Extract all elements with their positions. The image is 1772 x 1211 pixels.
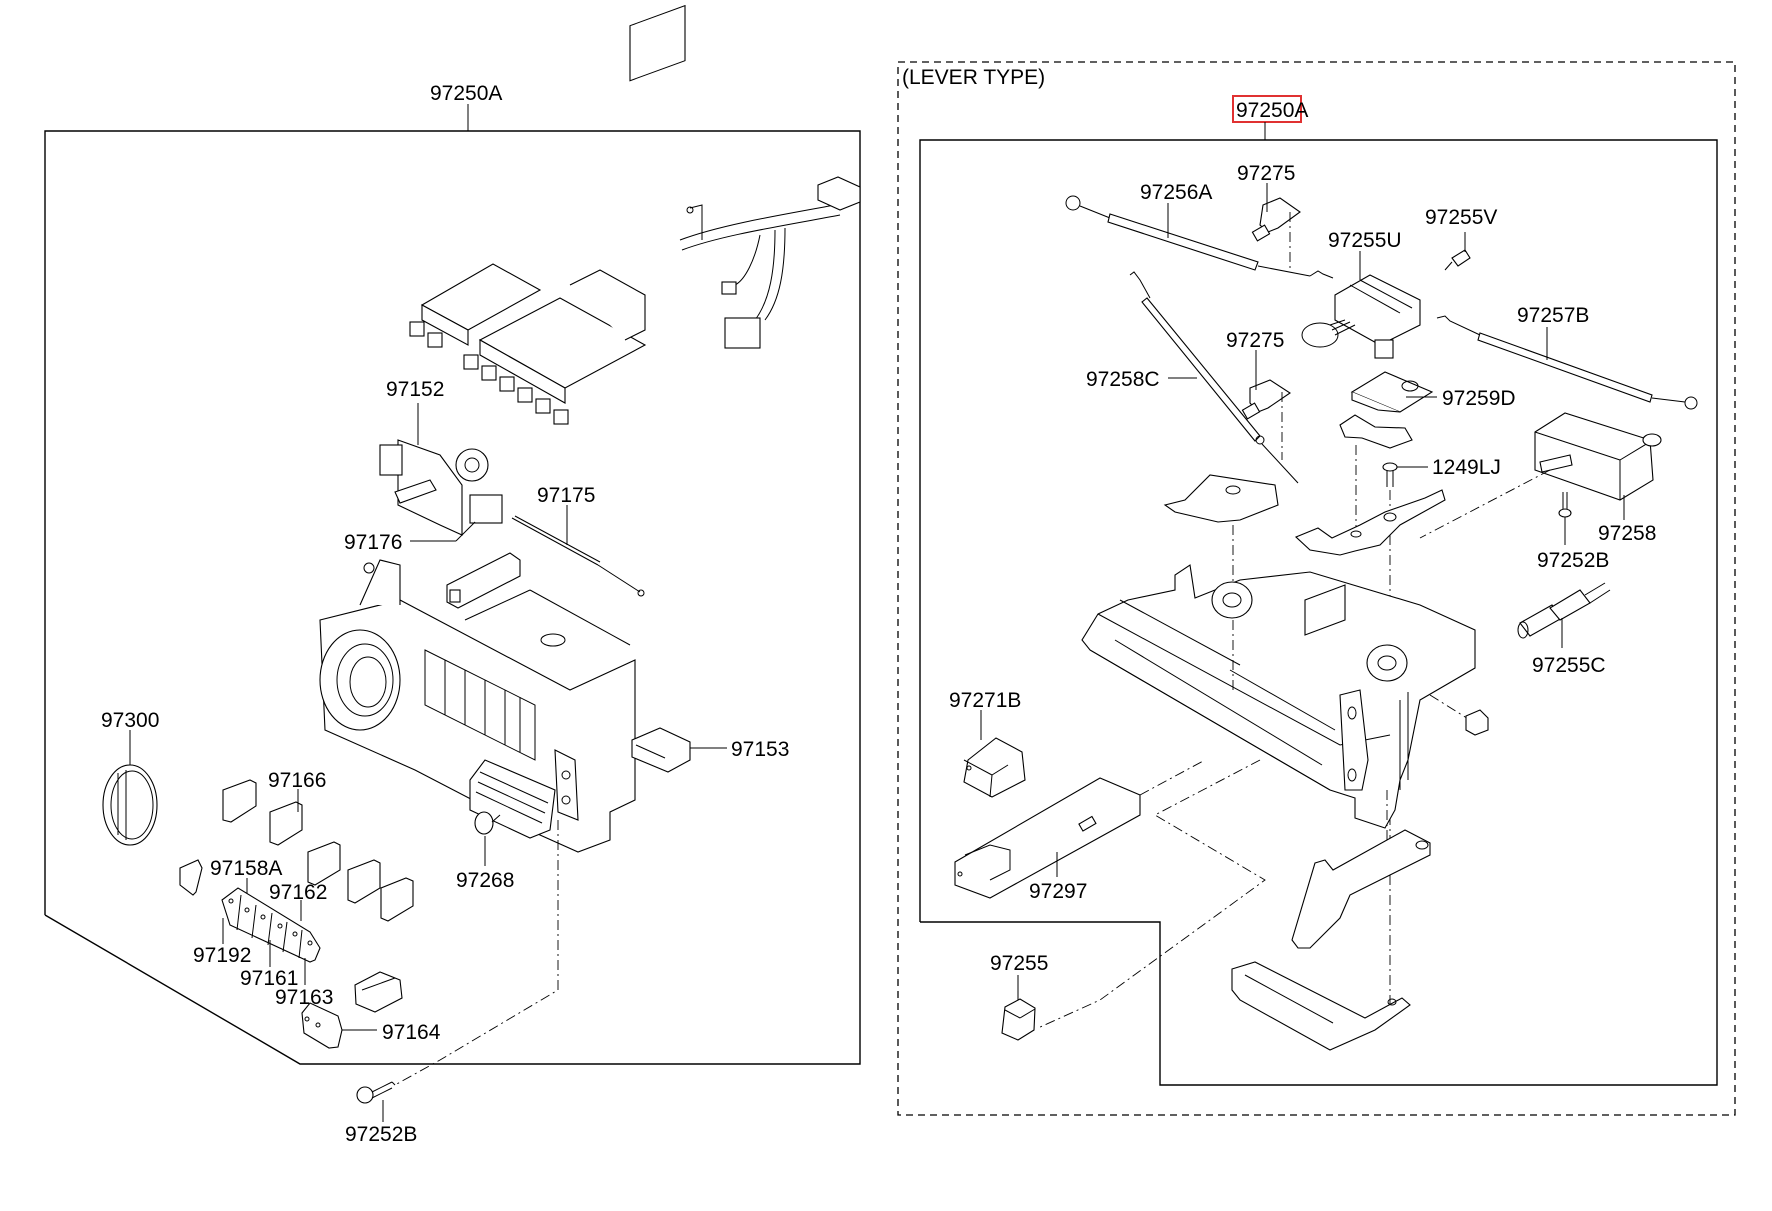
label-97275-lower[interactable]: 97275 (1226, 329, 1284, 352)
part-97300[interactable] (102, 764, 158, 846)
label-97255U[interactable]: 97255U (1328, 229, 1402, 252)
label-97256A[interactable]: 97256A (1140, 181, 1212, 204)
part-97255V[interactable] (1444, 249, 1471, 271)
part-97256A[interactable] (1065, 195, 1334, 279)
part-97258C[interactable] (1129, 271, 1299, 484)
part-97268[interactable] (474, 811, 501, 835)
part-97275-lower[interactable] (1241, 379, 1291, 420)
label-97175[interactable]: 97175 (537, 484, 595, 507)
left-assembly-frame (44, 130, 861, 1065)
lever-type-title: (LEVER TYPE) (902, 66, 1045, 89)
label-97275-upper[interactable]: 97275 (1237, 162, 1295, 185)
part-97275-upper[interactable] (1251, 197, 1301, 242)
part-97153[interactable] (631, 727, 691, 773)
small-clip[interactable] (1465, 709, 1489, 736)
label-97192[interactable]: 97192 (193, 944, 251, 967)
slide-plate-upper[interactable] (1294, 489, 1446, 556)
assembly-label-highlight-box (1232, 95, 1302, 123)
part-97259D[interactable] (1350, 371, 1434, 413)
part-97255[interactable] (1001, 998, 1036, 1041)
label-97252B-left[interactable]: 97252B (345, 1123, 417, 1146)
part-97257B[interactable] (1436, 315, 1698, 410)
left-assembly: 97250A (44, 4, 861, 1146)
label-97255C[interactable]: 97255C (1532, 654, 1606, 677)
switch-board-small[interactable] (409, 263, 542, 348)
label-1249LJ[interactable]: 1249LJ (1432, 456, 1501, 479)
label-97255[interactable]: 97255 (990, 952, 1048, 975)
label-97271B[interactable]: 97271B (949, 689, 1021, 712)
part-97255C[interactable] (1517, 582, 1611, 639)
label-97158A[interactable]: 97158A (210, 857, 282, 880)
guide-line-right (1037, 759, 1266, 1029)
wiring-harness[interactable] (629, 4, 861, 349)
label-97255V[interactable]: 97255V (1425, 206, 1497, 229)
base-plate[interactable] (1231, 961, 1411, 1051)
right-assembly-lever-type: (LEVER TYPE) 97250A 97256A 97275 (897, 61, 1736, 1116)
lever-type-dashed-border (897, 61, 1736, 1116)
label-97297[interactable]: 97297 (1029, 880, 1087, 903)
part-97258[interactable] (1419, 412, 1662, 539)
right-assembly-frame (919, 139, 1718, 1086)
part-97252B-left[interactable] (356, 1081, 396, 1104)
part-97271B[interactable] (963, 737, 1026, 798)
right-assembly-label[interactable]: 97250A (1236, 99, 1308, 122)
part-1249LJ[interactable] (1382, 462, 1398, 487)
lever-control-body[interactable] (1081, 564, 1476, 829)
label-97153[interactable]: 97153 (731, 738, 789, 761)
button-strip[interactable] (221, 887, 321, 963)
label-97166[interactable]: 97166 (268, 769, 326, 792)
label-97163[interactable]: 97163 (275, 986, 333, 1009)
label-97162[interactable]: 97162 (269, 881, 327, 904)
label-97164[interactable]: 97164 (382, 1021, 441, 1044)
label-97252B-right[interactable]: 97252B (1537, 549, 1609, 572)
part-97175[interactable] (511, 515, 645, 597)
control-housing[interactable] (319, 559, 636, 853)
part-97152[interactable] (379, 439, 503, 536)
label-97257B[interactable]: 97257B (1517, 304, 1589, 327)
guide-line-left (394, 820, 559, 1086)
part-97164[interactable] (301, 1002, 343, 1049)
label-97258C[interactable]: 97258C (1086, 368, 1160, 391)
label-97176[interactable]: 97176 (344, 531, 402, 554)
part-97158A[interactable] (179, 859, 203, 896)
label-97259D[interactable]: 97259D (1442, 387, 1516, 410)
switch-board-large[interactable] (463, 269, 647, 425)
label-97300[interactable]: 97300 (101, 709, 159, 732)
lever-arm-piece[interactable] (1339, 414, 1413, 449)
small-connector[interactable] (446, 552, 521, 609)
plug-connector[interactable] (354, 971, 403, 1013)
slide-plate-lower[interactable] (1291, 829, 1431, 949)
label-97161[interactable]: 97161 (240, 967, 298, 990)
part-97255U[interactable] (1301, 274, 1421, 359)
label-97152[interactable]: 97152 (386, 378, 444, 401)
bracket-left[interactable] (1163, 474, 1279, 523)
part-97252B-right[interactable] (1558, 492, 1572, 518)
left-assembly-label[interactable]: 97250A (430, 82, 502, 105)
label-97258[interactable]: 97258 (1598, 522, 1656, 545)
part-97166-group[interactable] (222, 779, 414, 922)
label-97268[interactable]: 97268 (456, 869, 514, 892)
part-97297[interactable] (954, 759, 1206, 899)
